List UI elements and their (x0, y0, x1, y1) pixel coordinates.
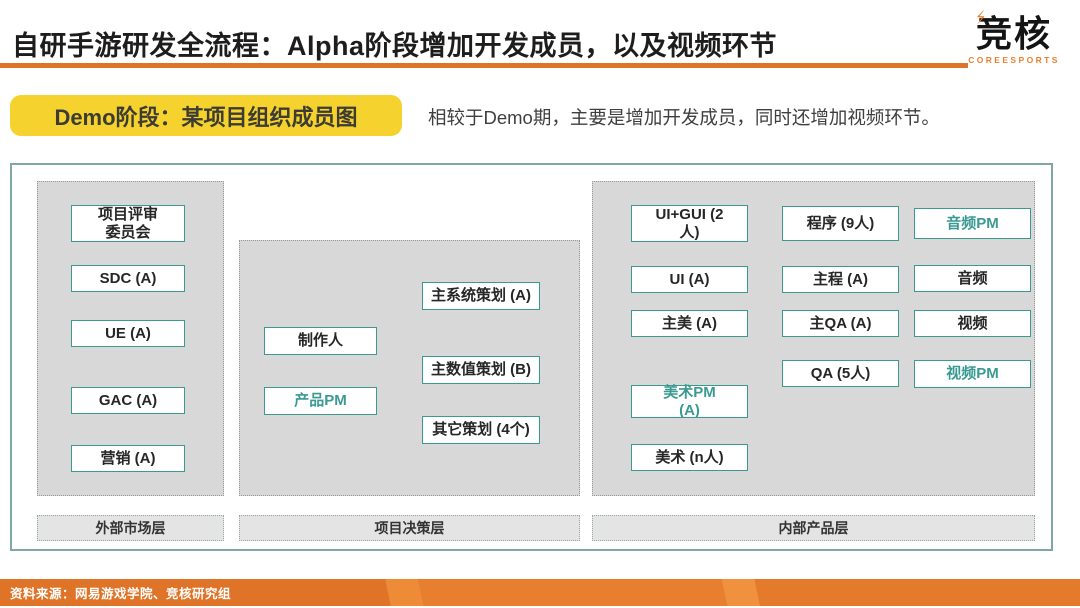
box-ui: UI (A) (631, 266, 748, 293)
box-audio-pm: 音频PM (914, 208, 1031, 239)
box-lead-programmer: 主程 (A) (782, 266, 899, 293)
box-art-pm: 美术PM (A) (631, 384, 748, 419)
org-diagram-frame: 项目评审 委员会 SDC (A) UE (A) GAC (A) 营销 (A) 制… (10, 163, 1053, 551)
box-other-designers: 其它策划 (4个) (422, 416, 540, 444)
header-divider (0, 63, 968, 68)
box-product-pm: 产品PM (264, 387, 377, 415)
lightning-bolt-icon: ⚡ (973, 6, 991, 29)
layer-label-project-decision: 项目决策层 (239, 515, 580, 541)
box-programmers: 程序 (9人) (782, 206, 899, 241)
box-lead-system-designer: 主系统策划 (A) (422, 282, 540, 310)
footer-bar: 资料来源：网易游戏学院、竞核研究组 (0, 579, 1080, 606)
box-video-pm: 视频PM (914, 360, 1031, 388)
box-lead-qa: 主QA (A) (782, 310, 899, 337)
box-ue: UE (A) (71, 320, 185, 347)
box-qa: QA (5人) (782, 360, 899, 387)
box-ui-gui: UI+GUI (2 人) (631, 205, 748, 242)
box-sdc: SDC (A) (71, 265, 185, 292)
page-title: 自研手游研发全流程：Alpha阶段增加开发成员，以及视频环节 (12, 31, 778, 61)
box-marketing: 营销 (A) (71, 445, 185, 472)
box-producer: 制作人 (264, 327, 377, 355)
source-note: 资料来源：网易游戏学院、竞核研究组 (10, 587, 232, 601)
brand-name: 竞核 (975, 13, 1052, 54)
box-audio: 音频 (914, 265, 1031, 292)
layer-label-internal-product: 内部产品层 (592, 515, 1035, 541)
box-gac: GAC (A) (71, 387, 185, 414)
box-review-committee: 项目评审 委员会 (71, 205, 185, 242)
brand-logo: ⚡ 竞核 COREESPORTS (962, 7, 1066, 65)
box-video: 视频 (914, 310, 1031, 337)
box-lead-numeric-designer: 主数值策划 (B) (422, 356, 540, 384)
brand-subtitle: COREESPORTS (968, 55, 1060, 65)
layer-label-external-market: 外部市场层 (37, 515, 224, 541)
section-badge: Demo阶段：某项目组织成员图 (10, 95, 402, 136)
brand-logo-text: ⚡ 竞核 (973, 7, 1052, 54)
section-description: 相较于Demo期，主要是增加开发成员，同时还增加视频环节。 (428, 107, 940, 128)
box-artists: 美术 (n人) (631, 444, 748, 471)
box-lead-artist: 主美 (A) (631, 310, 748, 337)
